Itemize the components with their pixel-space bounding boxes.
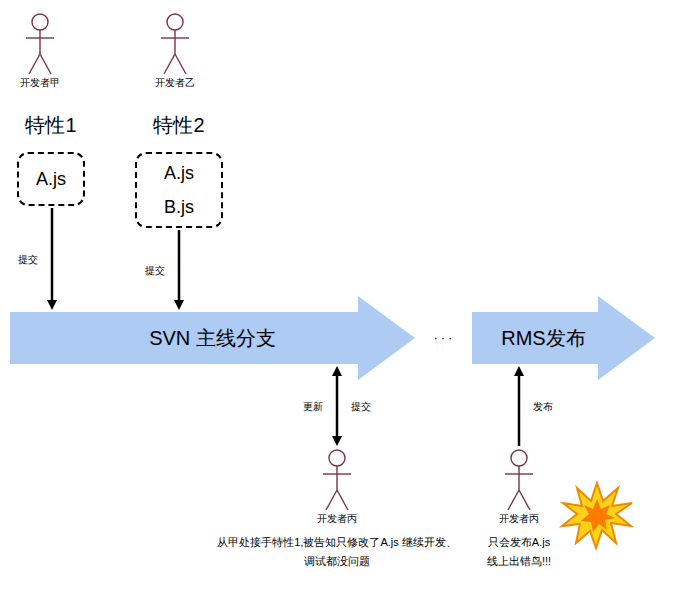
arrow-head xyxy=(514,366,524,376)
connector xyxy=(514,366,524,446)
developer-note: 从甲处接手特性1,被告知只修改了A.js 继续开发、调试都没问题 xyxy=(217,533,457,571)
arrow-head xyxy=(47,300,57,310)
feature-group: 特性2A.jsB.js xyxy=(135,112,223,228)
developer-name: 开发者乙 xyxy=(155,76,195,89)
feature-title: 特性2 xyxy=(135,112,223,138)
edge-label: 更新 xyxy=(301,400,325,413)
branch-label: SVN 主线分支 xyxy=(149,325,276,352)
connector xyxy=(174,230,184,310)
feature-title: 特性1 xyxy=(17,112,85,138)
edge-label: 提交 xyxy=(143,264,167,277)
edge-label: 发布 xyxy=(531,400,555,413)
connector-line xyxy=(51,208,54,302)
developer-name: 开发者丙 xyxy=(317,512,357,525)
developer-note: 只会发布A.js 线上出错鸟!!! xyxy=(469,533,569,571)
explosion-icon xyxy=(562,483,632,548)
developer-node: 开发者甲 xyxy=(10,12,70,89)
arrow-head xyxy=(332,436,342,446)
branch-arrow: RMS发布 xyxy=(472,312,655,364)
connector-line xyxy=(178,230,181,302)
ellipsis: · · · xyxy=(432,332,455,345)
developer-node: 开发者乙 xyxy=(145,12,205,89)
connector-line xyxy=(336,374,339,438)
stick-figure xyxy=(499,448,539,512)
stick-figure xyxy=(20,12,60,76)
file-name: A.js xyxy=(141,156,217,190)
file-name: A.js xyxy=(23,162,79,196)
edge-label: 提交 xyxy=(16,253,40,266)
stick-figure xyxy=(155,12,195,76)
developer-node: 开发者丙只会发布A.js 线上出错鸟!!! xyxy=(439,448,599,571)
arrow-head xyxy=(332,366,342,376)
feature-group: 特性1A.js xyxy=(17,112,85,206)
connector-line xyxy=(518,374,521,446)
stick-figure xyxy=(317,448,357,512)
developer-node: 开发者丙从甲处接手特性1,被告知只修改了A.js 继续开发、调试都没问题 xyxy=(197,448,477,571)
developer-name: 开发者丙 xyxy=(499,512,539,525)
branch-label: RMS发布 xyxy=(501,325,585,352)
dashed-file-box: A.js xyxy=(17,152,85,206)
dashed-file-box: A.jsB.js xyxy=(135,152,223,228)
branch-arrow: SVN 主线分支 xyxy=(10,312,415,364)
arrow-head xyxy=(174,300,184,310)
developer-name: 开发者甲 xyxy=(20,76,60,89)
connector xyxy=(47,208,57,310)
edge-side-label: 提交 xyxy=(349,400,373,413)
file-name: B.js xyxy=(141,190,217,224)
connector xyxy=(332,366,342,446)
